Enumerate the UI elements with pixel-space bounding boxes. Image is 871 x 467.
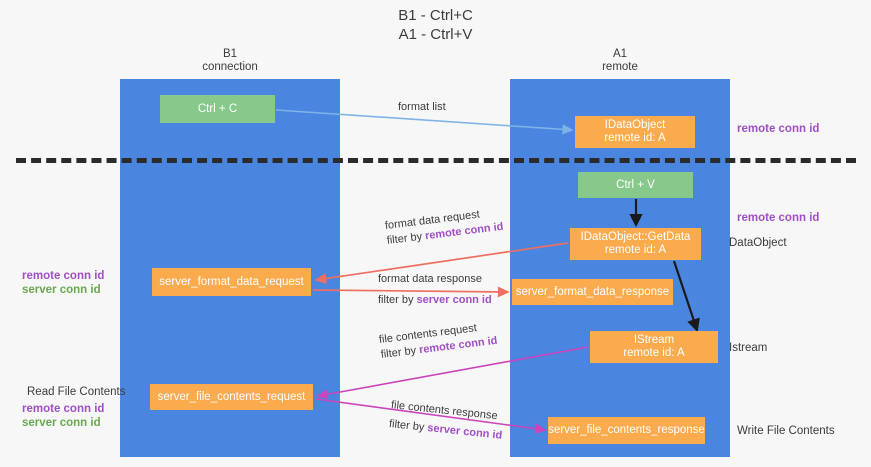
annotation-istream: Istream [729, 342, 768, 354]
box-ctrl-c[interactable]: Ctrl + C [160, 95, 275, 123]
box-server-format-data-response[interactable]: server_format_data_response [512, 279, 673, 305]
lane-header-b1-name: B1 [222, 48, 238, 60]
filter-prefix: filter by [386, 230, 426, 247]
annotation-write-file-contents: Write File Contents [737, 425, 835, 437]
label-format-data-response-line1: format data response [378, 273, 482, 285]
annotation-left-conn-ids-mid: remote conn id server conn id [22, 269, 104, 297]
label-format-list-text: format list [398, 101, 446, 113]
phase-divider [16, 158, 856, 163]
box-idataobject-sublabel: remote id: A [604, 132, 666, 144]
box-server-file-contents-request-label: server_file_contents_request [157, 390, 306, 403]
box-istream-sublabel: remote id: A [623, 347, 685, 359]
lane-header-b1: B1 connection [120, 48, 340, 74]
annotation-left-server-conn-id-mid: server conn id [22, 284, 101, 296]
lane-header-b1-role: connection [202, 61, 258, 73]
lane-header-a1: A1 remote [510, 48, 730, 74]
filter-prefix: filter by [378, 294, 417, 306]
box-idataobject[interactable]: IDataObject remote id: A [575, 116, 695, 148]
label-format-data-response-line2: filter by server conn id [378, 293, 492, 308]
box-getdata-label: IDataObject::GetData [580, 231, 691, 243]
title-line-1: B1 - Ctrl+C [398, 7, 473, 24]
box-server-file-contents-response[interactable]: server_file_contents_response [548, 417, 705, 444]
label-format-data-response: format data response filter by server co… [378, 272, 492, 308]
box-server-format-data-response-label: server_format_data_response [515, 285, 670, 298]
label-file-contents-response: file contents response filter by server … [388, 398, 505, 444]
box-istream[interactable]: IStream remote id: A [590, 331, 718, 363]
annotation-remote-conn-id-mid: remote conn id [737, 212, 820, 224]
box-server-file-contents-request[interactable]: server_file_contents_request [150, 384, 313, 410]
box-server-file-contents-response-label: server_file_contents_response [548, 424, 705, 436]
label-format-data-request: format data request filter by remote con… [384, 205, 504, 249]
annotation-left-remote-conn-id-bottom: remote conn id [22, 403, 105, 415]
annotation-left-conn-ids-bottom: remote conn id server conn id [22, 402, 104, 430]
annotation-left-remote-conn-id-mid: remote conn id [22, 270, 105, 282]
filter-prefix: filter by [388, 417, 428, 434]
box-istream-label: IStream [633, 334, 675, 346]
box-server-format-data-request[interactable]: server_format_data_request [152, 268, 311, 296]
box-idataobject-getdata[interactable]: IDataObject::GetData remote id: A [570, 228, 701, 260]
filter-prefix: filter by [380, 344, 420, 361]
annotation-dataobject: DataObject [729, 237, 787, 249]
box-ctrl-v-label: Ctrl + V [616, 178, 655, 191]
label-file-contents-request: file contents request filter by remote c… [378, 319, 498, 363]
box-server-format-data-request-label: server_format_data_request [159, 275, 304, 288]
filter-highlight-server-conn-id: server conn id [416, 294, 492, 306]
annotation-remote-conn-id-top: remote conn id [737, 123, 820, 135]
annotation-read-file-contents: Read File Contents [27, 386, 126, 398]
lane-header-a1-name: A1 [612, 48, 628, 60]
box-ctrl-c-label: Ctrl + C [197, 102, 238, 115]
lane-header-a1-role: remote [602, 61, 638, 73]
title-line-2: A1 - Ctrl+V [398, 26, 473, 43]
label-format-list: format list [398, 100, 446, 115]
annotation-left-server-conn-id-bottom: server conn id [22, 417, 101, 429]
page-title: B1 - Ctrl+C A1 - Ctrl+V [0, 6, 871, 44]
box-idataobject-label: IDataObject [604, 119, 666, 131]
box-getdata-sublabel: remote id: A [604, 244, 667, 256]
box-ctrl-v[interactable]: Ctrl + V [578, 172, 693, 198]
